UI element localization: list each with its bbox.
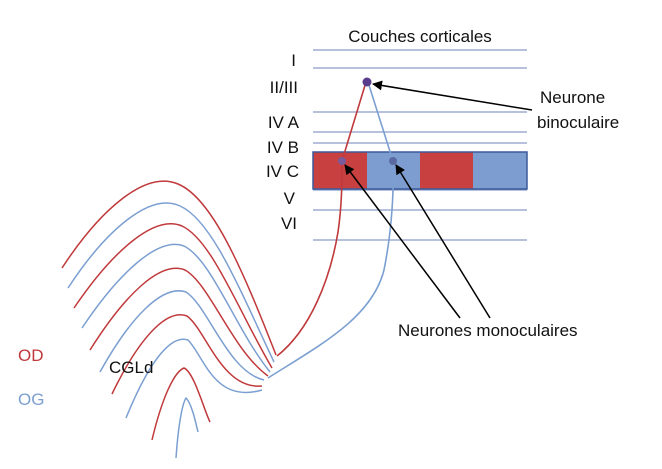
arrow-binocular: [372, 80, 533, 111]
lgn-layer-od: [151, 367, 211, 441]
lgn-layer-od: [61, 180, 277, 356]
layer-ivc-border: [312, 151, 528, 190]
binocular-neuron-label-line1: Neurone: [540, 88, 605, 107]
lgn-layer-og: [81, 243, 271, 373]
lgn-layer-og: [125, 338, 263, 419]
annotation-arrows: [344, 80, 533, 319]
layer-label-iv-c: IV C: [266, 162, 299, 181]
axon-od: [276, 160, 343, 357]
binocular-neuron-label-line2: binoculaire: [537, 113, 619, 132]
projection-axons: [267, 160, 395, 379]
local-connections: [341, 81, 394, 162]
lgn-layer-od: [73, 223, 273, 369]
layer-labels: I II/III IV A IV B IV C V VI: [266, 51, 300, 233]
connection-od: [341, 81, 367, 162]
lgn-layer-og: [67, 202, 275, 363]
lgn-label: CGLd: [109, 358, 153, 377]
binocular-neuron: [362, 77, 372, 87]
lgn-layer-og: [175, 396, 199, 459]
column-og: [473, 152, 527, 189]
layer-label-v: V: [284, 189, 296, 208]
arrow-monocular-og: [395, 164, 491, 319]
connection-og: [367, 81, 394, 162]
lgn-layer-od: [89, 267, 269, 377]
layer-label-i: I: [291, 51, 296, 70]
monocular-neuron-od: [338, 157, 346, 165]
layer-label-vi: VI: [281, 214, 297, 233]
lgn-layers: [61, 180, 277, 459]
layer-label-iv-b: IV B: [267, 138, 299, 157]
monocular-neuron-og: [389, 157, 397, 165]
arrow-monocular-od: [344, 164, 461, 319]
legend-od: OD: [18, 346, 44, 365]
ocular-dominance-columns: [312, 151, 528, 190]
axon-og: [267, 160, 395, 379]
layer-label-ii-iii: II/III: [270, 78, 298, 97]
lgn-layer-od: [111, 314, 263, 395]
monocular-neurons-label: Neurones monoculaires: [398, 321, 578, 340]
layer-label-iv-a: IV A: [268, 113, 300, 132]
cortical-layer-lines: [313, 49, 527, 241]
column-od: [420, 152, 473, 189]
lgn-layer-og: [99, 290, 265, 381]
diagram-title: Couches corticales: [348, 27, 492, 46]
legend-og: OG: [18, 390, 44, 409]
